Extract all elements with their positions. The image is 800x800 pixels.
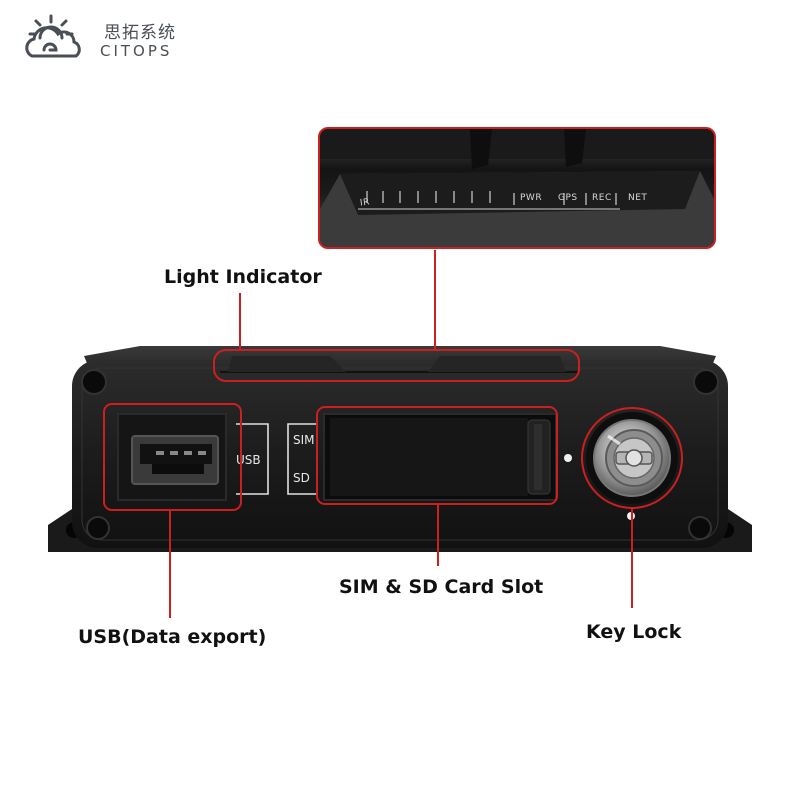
brand-name-en: CITOPS [100,42,173,60]
inset-label-pwr: PWR [520,193,543,203]
key-lock [586,412,678,504]
callout-markers [103,250,683,618]
inset-label-rec: REC [592,193,612,203]
usb-port [117,413,227,501]
light-indicator-label: Light Indicator [164,266,322,288]
panel-label-usb: USB [236,453,261,467]
brand-logo: 思拓系统 CITOPS [18,12,178,64]
led-strip-highlight [213,349,580,382]
usb-highlight [103,403,242,511]
led-panel-closeup [320,129,714,247]
inset-label-gps: GPS [558,193,578,203]
key-lock-label: Key Lock [586,621,682,643]
usb-label: USB(Data export) [78,626,267,648]
sim-sd-card-slot [323,413,557,501]
brand-name-cn: 思拓系统 [104,23,176,43]
status-dot [564,454,572,462]
led-zoom-inset: IR PWR GPS REC NET [318,127,716,249]
panel-label-sim: SIM [293,433,315,447]
corner-screws [81,369,719,540]
panel-label-sd: SD [293,471,310,485]
sim-sd-slot-label: SIM & SD Card Slot [339,576,544,598]
cloud-sun-logo-icon [25,14,81,58]
inset-label-net: NET [628,193,648,203]
